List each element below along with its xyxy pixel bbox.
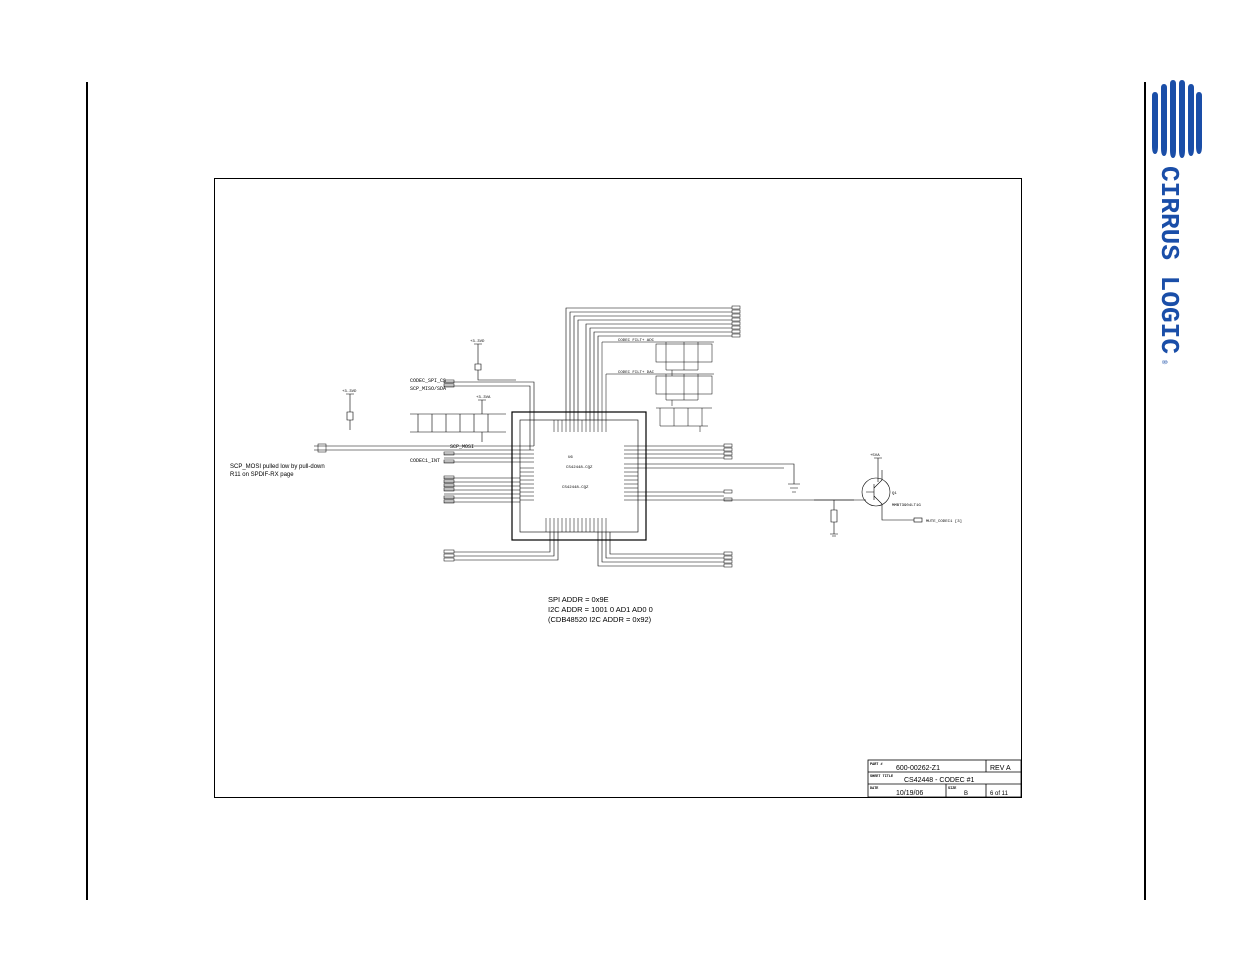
schematic-sheet: U6 CS42448-CQZ CS42448-CQZ CODEC FILT+ A… [214, 178, 1022, 798]
supply-3v3d-a: +3.3VD [470, 340, 485, 344]
top-connectors [731, 305, 741, 338]
filter-label-dac: CODEC FILT+ DAC [618, 371, 655, 375]
transistor-ref: Q1 [892, 492, 897, 496]
registered-mark: ® [1159, 360, 1168, 365]
left-page-rule [86, 82, 88, 900]
supply-3v3a: +3.3VA [476, 396, 491, 400]
ic-ref: U6 [568, 456, 573, 460]
title-block [867, 759, 1022, 798]
ic-pins [520, 420, 638, 532]
tb-sheet-title-label: SHEET TITLE [870, 775, 893, 779]
filter-caps [601, 341, 714, 432]
net-codec-spi-cs: CODEC_SPI_CS [410, 378, 446, 384]
supply-symbols [346, 343, 882, 482]
net-scp-miso: SCP_MISO/SDA [410, 386, 446, 392]
supply-3v3d-b: +3.3VD [342, 390, 357, 394]
note-scp-line2: R11 on SPDIF-RX page [230, 472, 294, 478]
tb-size: B [964, 791, 968, 797]
tb-part-number: 600-00262-Z1 [896, 765, 940, 772]
left-nets [314, 381, 559, 561]
spi-addr-note: SPI ADDR = 0x9E [548, 595, 609, 604]
tb-size-label: SIZE [948, 787, 956, 791]
sheet-border [214, 178, 1022, 798]
tb-sheet-title: CS42448 - CODEC #1 [904, 777, 975, 784]
right-connectors [723, 443, 733, 568]
net-codec1-int: CODEC1_INT [410, 458, 440, 464]
tb-rev: REV A [990, 765, 1011, 772]
tb-date: 10/19/06 [896, 790, 923, 797]
tb-sheet-of: 6 of 11 [990, 791, 1009, 797]
cdb-i2c-addr-note: (CDB48520 I2C ADDR = 0x92) [548, 615, 652, 624]
logo-wordmark: CIRRUS LOGIC [1154, 166, 1184, 354]
supply-5va: +5VA [870, 454, 880, 458]
transistor-part: MMBT3904LT1G [892, 504, 921, 508]
tb-date-label: DATE [870, 787, 878, 791]
i2c-addr-note: I2C ADDR = 1001 0 AD1 AD0 0 [548, 605, 653, 614]
left-connectors [317, 379, 455, 562]
ic-part: CS42448-CQZ [566, 466, 593, 470]
ic-part-2: CS42448-CQZ [562, 486, 589, 490]
mute-transistor [814, 470, 923, 537]
top-bus [565, 307, 732, 420]
net-scp-mosi: SCP_MOSI [450, 444, 474, 450]
tb-part-label: PART # [870, 763, 883, 767]
filter-label-adc: CODEC FILT+ ADC [618, 339, 655, 343]
right-page-rule [1144, 82, 1146, 900]
logo-mark [1152, 80, 1202, 158]
note-scp-line1: SCP_MOSI pulled low by pull-down [230, 464, 325, 470]
cirrus-logic-logo: CIRRUS LOGIC ® [1152, 80, 1202, 365]
mute-codec-net: MUTE_CODEC1 [3] [926, 519, 962, 524]
